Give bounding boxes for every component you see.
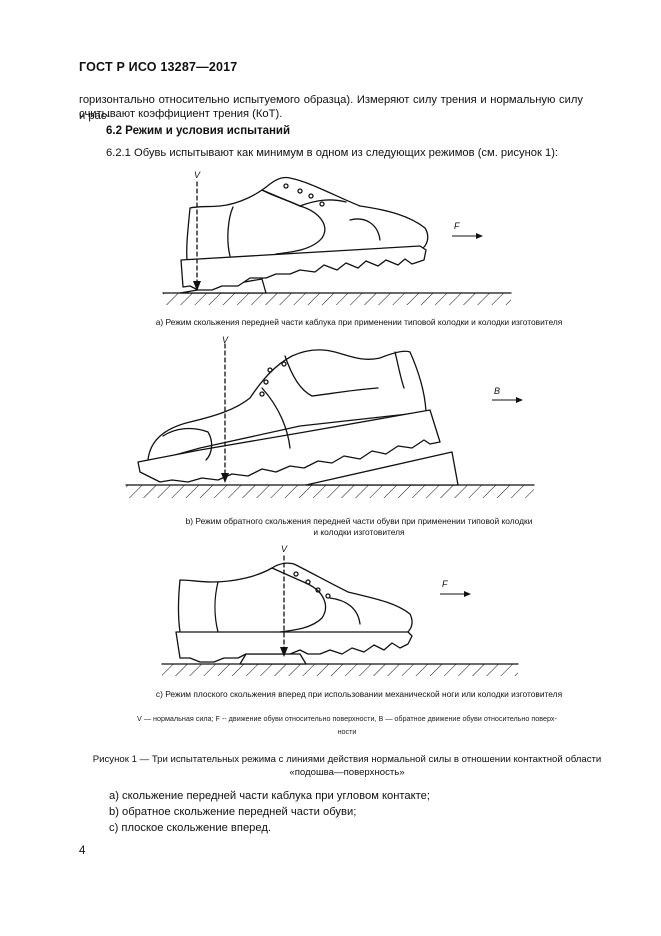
figure-a-direction-label: F bbox=[454, 221, 460, 231]
document-header: ГОСТ Р ИСО 13287—2017 bbox=[79, 60, 238, 74]
intro-line-2: считывают коэффициент трения (КоТ). bbox=[79, 108, 283, 120]
figure-b-direction-label: B bbox=[494, 386, 500, 396]
figure-b-caption-line-2: и колодки изготовителя bbox=[313, 527, 405, 537]
figure-b-force-label: V bbox=[222, 335, 229, 345]
figure-b-caption-line-1: b) Режим обратного скольжения передней ч… bbox=[185, 516, 533, 526]
section-paragraph: 6.2.1 Обувь испытывают как минимум в одн… bbox=[106, 147, 559, 159]
page-number: 4 bbox=[79, 845, 86, 857]
intro-line-1: горизонтально относительно испытуемого о… bbox=[79, 94, 583, 122]
figure-a-drawing: V F bbox=[162, 170, 512, 305]
figure-caption-line-1: Рисунок 1 — Три испытательных режима с л… bbox=[92, 754, 602, 765]
list-item: с) плоское скольжение вперед. bbox=[109, 822, 271, 834]
list-item: а) скольжение передней части каблука при… bbox=[109, 790, 430, 802]
figure-legend-line-1: V — нормальная сила; F -- движение обуви… bbox=[137, 714, 557, 723]
figure-legend-line-2: ности bbox=[337, 727, 357, 736]
figure-c-force-label: V bbox=[281, 544, 288, 554]
figure-c-drawing: V F bbox=[161, 544, 519, 676]
figure-b-drawing: V B bbox=[125, 335, 535, 498]
figure-caption-line-2: «подошва—поверхность» bbox=[289, 767, 405, 778]
figure-c-caption: с) Режим плоского скольжения вперед при … bbox=[155, 689, 563, 699]
figure-a-force-label: V bbox=[194, 170, 201, 180]
list-item: b) обратное скольжение передней части об… bbox=[109, 806, 357, 818]
figure-a-caption: а) Режим скольжения передней части каблу… bbox=[155, 317, 563, 327]
figure-c-direction-label: F bbox=[442, 579, 448, 589]
section-heading: 6.2 Режим и условия испытаний bbox=[106, 125, 291, 137]
